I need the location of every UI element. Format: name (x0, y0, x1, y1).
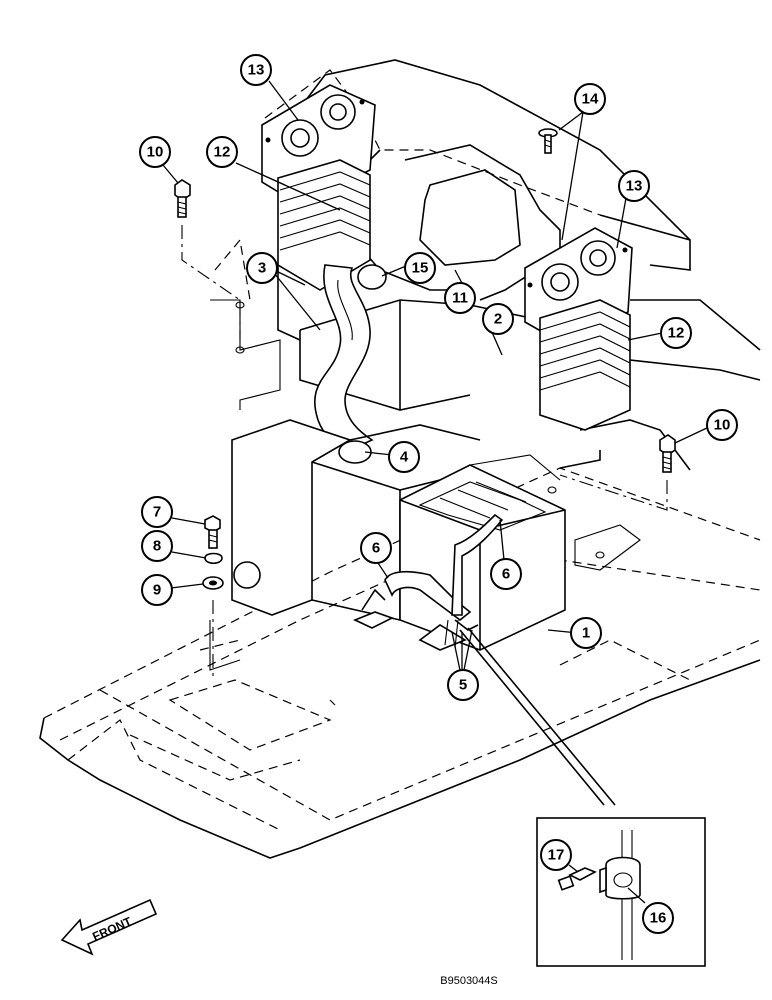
callout-11: 11 (444, 282, 476, 314)
svg-text:13: 13 (626, 178, 643, 195)
svg-text:9: 9 (153, 582, 161, 599)
callout-10-right: 10 (706, 409, 738, 441)
svg-text:12: 12 (668, 325, 685, 342)
svg-text:7: 7 (153, 504, 161, 521)
callout-3: 3 (246, 252, 278, 284)
svg-text:8: 8 (153, 538, 161, 555)
svg-text:12: 12 (214, 144, 231, 161)
callout-17: 17 (540, 839, 572, 871)
svg-text:17: 17 (548, 847, 565, 864)
svg-text:13: 13 (248, 62, 265, 79)
svg-text:10: 10 (147, 144, 164, 161)
screw-14 (538, 128, 558, 154)
callout-6-left: 6 (360, 532, 392, 564)
radiator-hose (313, 264, 387, 464)
svg-text:16: 16 (650, 910, 667, 927)
callout-12-left: 12 (206, 136, 238, 168)
svg-text:2: 2 (494, 311, 502, 328)
callout-7: 7 (141, 496, 173, 528)
svg-text:1: 1 (582, 625, 590, 642)
figure-code: B9503044S (440, 975, 498, 987)
callout-1: 1 (570, 617, 602, 649)
bolt-10-left (174, 179, 245, 354)
leader-lines (162, 80, 710, 904)
callout-13-right: 13 (618, 170, 650, 202)
svg-text:5: 5 (459, 677, 467, 694)
callout-16: 16 (642, 902, 674, 934)
air-cleaner-right (524, 227, 633, 431)
front-arrow: FRONT (60, 898, 158, 956)
svg-text:15: 15 (412, 260, 429, 277)
svg-text:3: 3 (258, 260, 266, 277)
svg-text:6: 6 (372, 540, 380, 557)
callout-10-left: 10 (139, 136, 171, 168)
callout-15: 15 (404, 252, 436, 284)
svg-text:14: 14 (582, 91, 599, 108)
svg-text:11: 11 (452, 290, 468, 307)
svg-text:10: 10 (714, 417, 731, 434)
callout-5: 5 (447, 669, 479, 701)
callout-8: 8 (141, 530, 173, 562)
svg-text:4: 4 (400, 449, 409, 466)
callout-9: 9 (141, 574, 173, 606)
callout-12-right: 12 (660, 317, 692, 349)
bolt-10-right (547, 434, 676, 559)
callout-13-left: 13 (240, 54, 272, 86)
callout-14: 14 (574, 83, 606, 115)
detail-inset (459, 627, 706, 967)
callout-4: 4 (388, 441, 420, 473)
callout-6-right: 6 (490, 558, 522, 590)
callout-2: 2 (482, 303, 514, 335)
bolt-7-washers-8-9 (202, 515, 224, 680)
pipe-assembly (352, 513, 504, 651)
svg-text:6: 6 (502, 566, 510, 583)
